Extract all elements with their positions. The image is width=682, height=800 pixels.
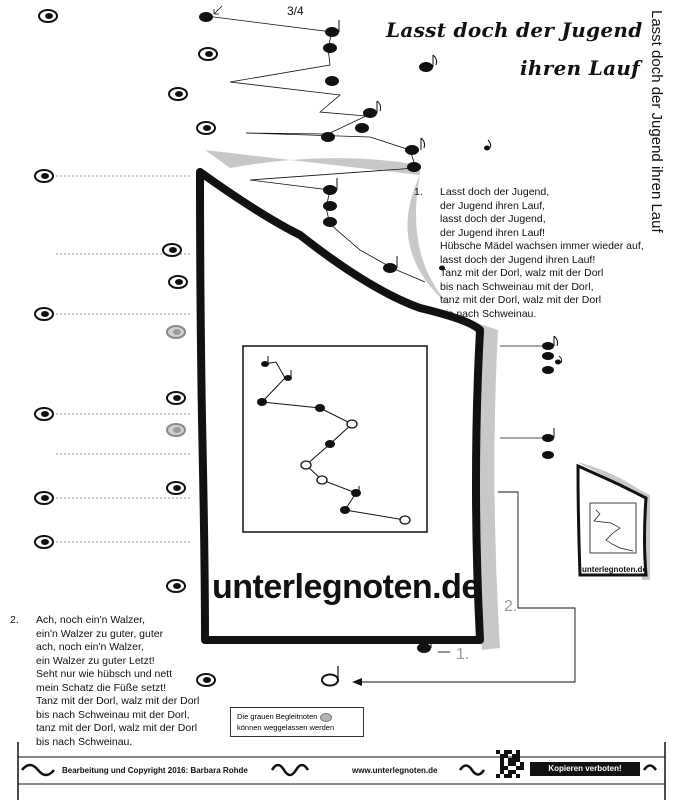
drum-note-icon xyxy=(34,307,54,321)
footer-warning: Kopieren verboten! xyxy=(530,762,640,776)
note-flags xyxy=(376,54,563,364)
verse1-number: 1. xyxy=(414,186,423,198)
drum-note-icon xyxy=(34,535,54,549)
grey-note-icon xyxy=(319,712,332,722)
title-line1: Lasst doch der Jugend xyxy=(386,18,643,42)
drum-notes xyxy=(34,9,218,687)
repeat-mark-first: 1. xyxy=(456,646,470,663)
verse1-line: Hübsche Mädel wachsen immer wieder auf, xyxy=(440,240,644,252)
verse1-line: der Jugend ihren Lauf! xyxy=(440,226,546,239)
verse2-line: mein Schatz die Füße setzt! xyxy=(36,681,167,694)
drum-note-icon xyxy=(38,9,58,23)
drum-note-icon xyxy=(166,391,186,405)
logo-frame-shadow xyxy=(205,150,500,650)
logo-melody-notes xyxy=(257,361,361,514)
verse1-line: der Jugend ihren Lauf, xyxy=(440,199,546,212)
footer-copyright: Bearbeitung und Copyright 2016: Barbara … xyxy=(62,766,248,775)
verse2-line: bis nach Schweinau. xyxy=(36,735,133,748)
drum-note-icon xyxy=(34,491,54,505)
arrow-head xyxy=(352,678,362,686)
verse1-line: Tanz mit der Dorl, walz mit der Dorl xyxy=(440,267,604,279)
verse1-line: Lasst doch der Jugend, xyxy=(440,186,550,198)
time-signature: 3/4 xyxy=(287,4,304,18)
verse2-line: Seht nur wie hübsch und nett xyxy=(36,668,173,680)
note-stems xyxy=(336,20,555,648)
verse2-line: tanz mit der Dorl, walz mit der Dorl xyxy=(36,722,198,734)
drum-note-icon xyxy=(166,481,186,495)
drum-note-icon xyxy=(198,47,218,61)
verse2-text: Ach, noch ein'n Walzer,ein'n Walzer zu g… xyxy=(36,614,199,749)
drum-note-icon xyxy=(34,169,54,183)
drum-note-icon xyxy=(166,423,186,437)
footer-website: www.unterlegnoten.de xyxy=(352,766,438,775)
verse2-line: ein Walzer zu guter Letzt! xyxy=(36,654,155,667)
drum-note-icon xyxy=(168,87,188,101)
verse1-line: lasst doch der Jugend, xyxy=(440,213,546,225)
verse2-line: ach, noch ein'n Walzer, xyxy=(36,641,144,653)
title-line2: ihren Lauf xyxy=(520,56,641,80)
info-box-line2: können weggelassen werden xyxy=(237,723,335,732)
scroll-ornament-icon xyxy=(21,763,658,777)
logo-melody-open-notes xyxy=(300,419,411,525)
drum-note-icon xyxy=(34,407,54,421)
melody-notes-black xyxy=(199,12,554,653)
verse1-text: Lasst doch der Jugend,der Jugend ihren L… xyxy=(440,186,644,321)
accent-notes xyxy=(439,145,561,365)
repeat-mark-second: 2. xyxy=(504,598,518,615)
brand-large: unterlegnoten.de xyxy=(212,568,480,606)
drum-note-icon xyxy=(168,275,188,289)
verse1-line: lasst doch der Jugend ihren Lauf! xyxy=(440,253,596,266)
brand-small: unterlegnoten.de xyxy=(582,565,647,574)
verse2-line: Tanz mit der Dorl, walz mit der Dorl xyxy=(36,695,200,707)
verse1-line: tanz mit der Dorl, walz mit der Dorl xyxy=(440,294,602,306)
verse1-line: bis nach Schweinau mit der Dorl, xyxy=(440,280,594,293)
info-box: Die grauen Begleitnoten können weggelass… xyxy=(230,707,364,737)
small-arrow xyxy=(213,5,223,15)
small-logo-melody xyxy=(593,509,634,552)
verse1-line: bis nach Schweinau. xyxy=(440,307,537,320)
drum-note-icon xyxy=(196,673,216,687)
drum-note-icon xyxy=(162,243,182,257)
verse2-line: ein'n Walzer zu guter, guter xyxy=(36,627,164,640)
vertical-title: Lasst doch der Jugend ihren Lauf xyxy=(648,10,665,233)
drum-note-icon xyxy=(166,579,186,593)
repeat-routing xyxy=(360,491,576,683)
drum-note-icon xyxy=(196,121,216,135)
info-box-line1: Die grauen Begleitnoten xyxy=(237,711,357,722)
qr-code-icon xyxy=(496,750,524,778)
verse2-number: 2. xyxy=(10,614,19,626)
drum-note-icon xyxy=(166,325,186,339)
verse2-line: bis nach Schweinau mit der Dorl, xyxy=(36,708,190,721)
half-note-open xyxy=(321,673,339,687)
verse2-line: Ach, noch ein'n Walzer, xyxy=(36,614,146,626)
